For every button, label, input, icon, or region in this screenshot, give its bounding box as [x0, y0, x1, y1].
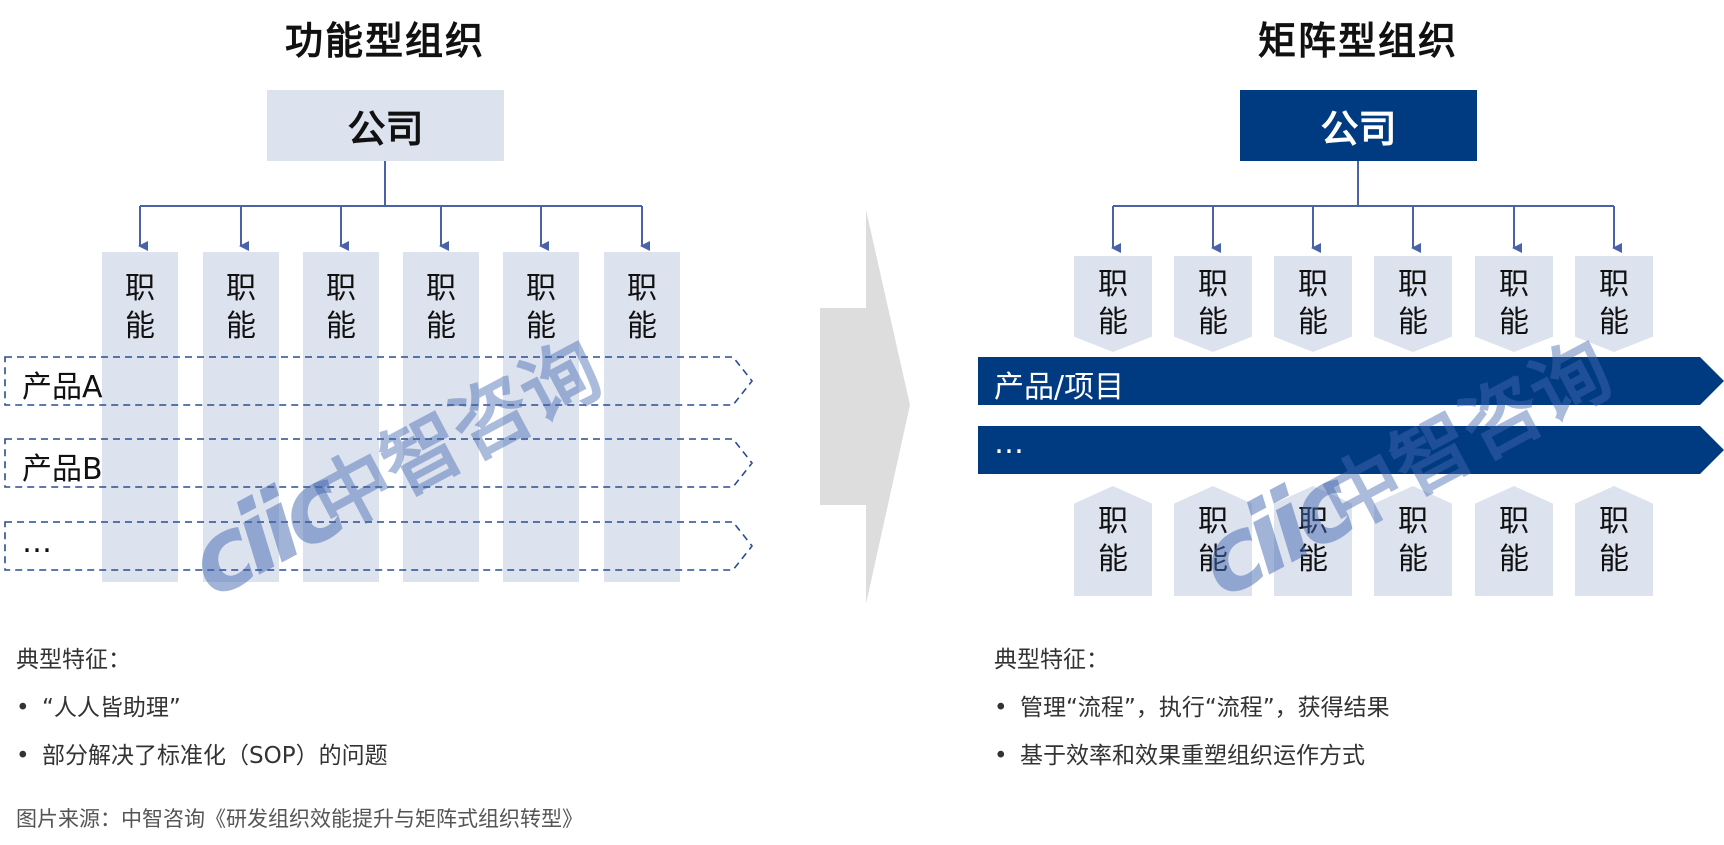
function-box-bottom: 职 能: [1575, 486, 1653, 596]
function-label: 能: [1298, 542, 1328, 577]
function-label: 职: [1198, 267, 1228, 302]
company-box-matrix: 公司: [1240, 90, 1477, 161]
function-label: 职: [1398, 504, 1428, 539]
feature-text: 部分解决了标准化（SOP）的问题: [42, 743, 388, 769]
function-label: 能: [1599, 305, 1629, 340]
matrix-feature-item: • 基于效率和效果重塑组织运作方式: [994, 736, 1365, 770]
functional-feature-item: • “人人皆助理”: [16, 688, 181, 722]
product-project-label: 产品/项目: [994, 370, 1125, 405]
function-label: 职: [125, 271, 155, 306]
function-box-bottom: 职 能: [1374, 486, 1452, 596]
product-a-dashed-arrow: [4, 356, 754, 406]
function-label: 能: [1499, 542, 1529, 577]
function-label: 职: [326, 271, 356, 306]
function-label: 能: [125, 309, 155, 344]
feature-text: 基于效率和效果重塑组织运作方式: [1020, 743, 1365, 769]
product-b-dashed-arrow: [4, 438, 754, 488]
product-b-label: 产品B: [22, 452, 103, 487]
function-label: 能: [426, 309, 456, 344]
function-label: 能: [1298, 305, 1328, 340]
functional-features-heading: 典型特征：: [16, 647, 131, 673]
function-label: 职: [1398, 267, 1428, 302]
product-a-label: 产品A: [22, 370, 103, 405]
function-box-top: 职 能: [1174, 256, 1252, 352]
feature-text: “人人皆助理”: [42, 695, 181, 721]
more-bar: [978, 426, 1724, 474]
bullet: •: [16, 695, 30, 721]
function-box-bottom: 职 能: [1274, 486, 1352, 596]
function-label: 能: [326, 309, 356, 344]
function-box-top: 职 能: [1074, 256, 1152, 352]
function-label: 职: [1499, 267, 1529, 302]
function-label: 职: [1198, 504, 1228, 539]
function-column: 职 能: [503, 252, 579, 582]
functional-org-title: 功能型组织: [284, 19, 485, 63]
function-label: 能: [1198, 542, 1228, 577]
function-column: 职 能: [604, 252, 680, 582]
function-label: 职: [1599, 267, 1629, 302]
function-label: 能: [1499, 305, 1529, 340]
image-source-caption: 图片来源：中智咨询《研发组织效能提升与矩阵式组织转型》: [16, 807, 583, 831]
feature-text: 管理“流程”，执行“流程”，获得结果: [1020, 695, 1390, 721]
function-label: 能: [1098, 542, 1128, 577]
function-box-bottom: 职 能: [1074, 486, 1152, 596]
function-label: 能: [1098, 305, 1128, 340]
function-label: 职: [426, 271, 456, 306]
function-label: 能: [1398, 305, 1428, 340]
function-column: 职 能: [203, 252, 279, 582]
function-column: 职 能: [102, 252, 178, 582]
function-box-bottom: 职 能: [1475, 486, 1553, 596]
function-label: 能: [226, 309, 256, 344]
function-label: 职: [1499, 504, 1529, 539]
function-box-bottom: 职 能: [1174, 486, 1252, 596]
function-box-top: 职 能: [1374, 256, 1452, 352]
function-label: 职: [1098, 267, 1128, 302]
matrix-feature-item: • 管理“流程”，执行“流程”，获得结果: [994, 688, 1390, 722]
function-column: 职 能: [403, 252, 479, 582]
function-box-top: 职 能: [1274, 256, 1352, 352]
bullet: •: [994, 743, 1008, 769]
bullet: •: [994, 695, 1008, 721]
function-label: 能: [627, 309, 657, 344]
function-label: 职: [526, 271, 556, 306]
function-label: 职: [1098, 504, 1128, 539]
function-label: 职: [226, 271, 256, 306]
product-more-label: …: [22, 525, 52, 560]
function-label: 职: [1599, 504, 1629, 539]
company-box-functional: 公司: [267, 90, 504, 161]
functional-feature-item: • 部分解决了标准化（SOP）的问题: [16, 736, 388, 770]
matrix-features-heading: 典型特征：: [994, 647, 1109, 673]
function-column: 职 能: [303, 252, 379, 582]
function-label: 职: [1298, 504, 1328, 539]
product-more-dashed-arrow: [4, 521, 754, 571]
bullet: •: [16, 743, 30, 769]
function-label: 职: [627, 271, 657, 306]
function-label: 能: [1599, 542, 1629, 577]
function-label: 职: [1298, 267, 1328, 302]
function-label: 能: [1398, 542, 1428, 577]
function-box-top: 职 能: [1475, 256, 1553, 352]
function-box-top: 职 能: [1575, 256, 1653, 352]
function-label: 能: [526, 309, 556, 344]
matrix-org-title: 矩阵型组织: [1257, 19, 1458, 63]
product-project-bar: [978, 357, 1724, 405]
more-bar-label: …: [994, 426, 1024, 461]
function-label: 能: [1198, 305, 1228, 340]
